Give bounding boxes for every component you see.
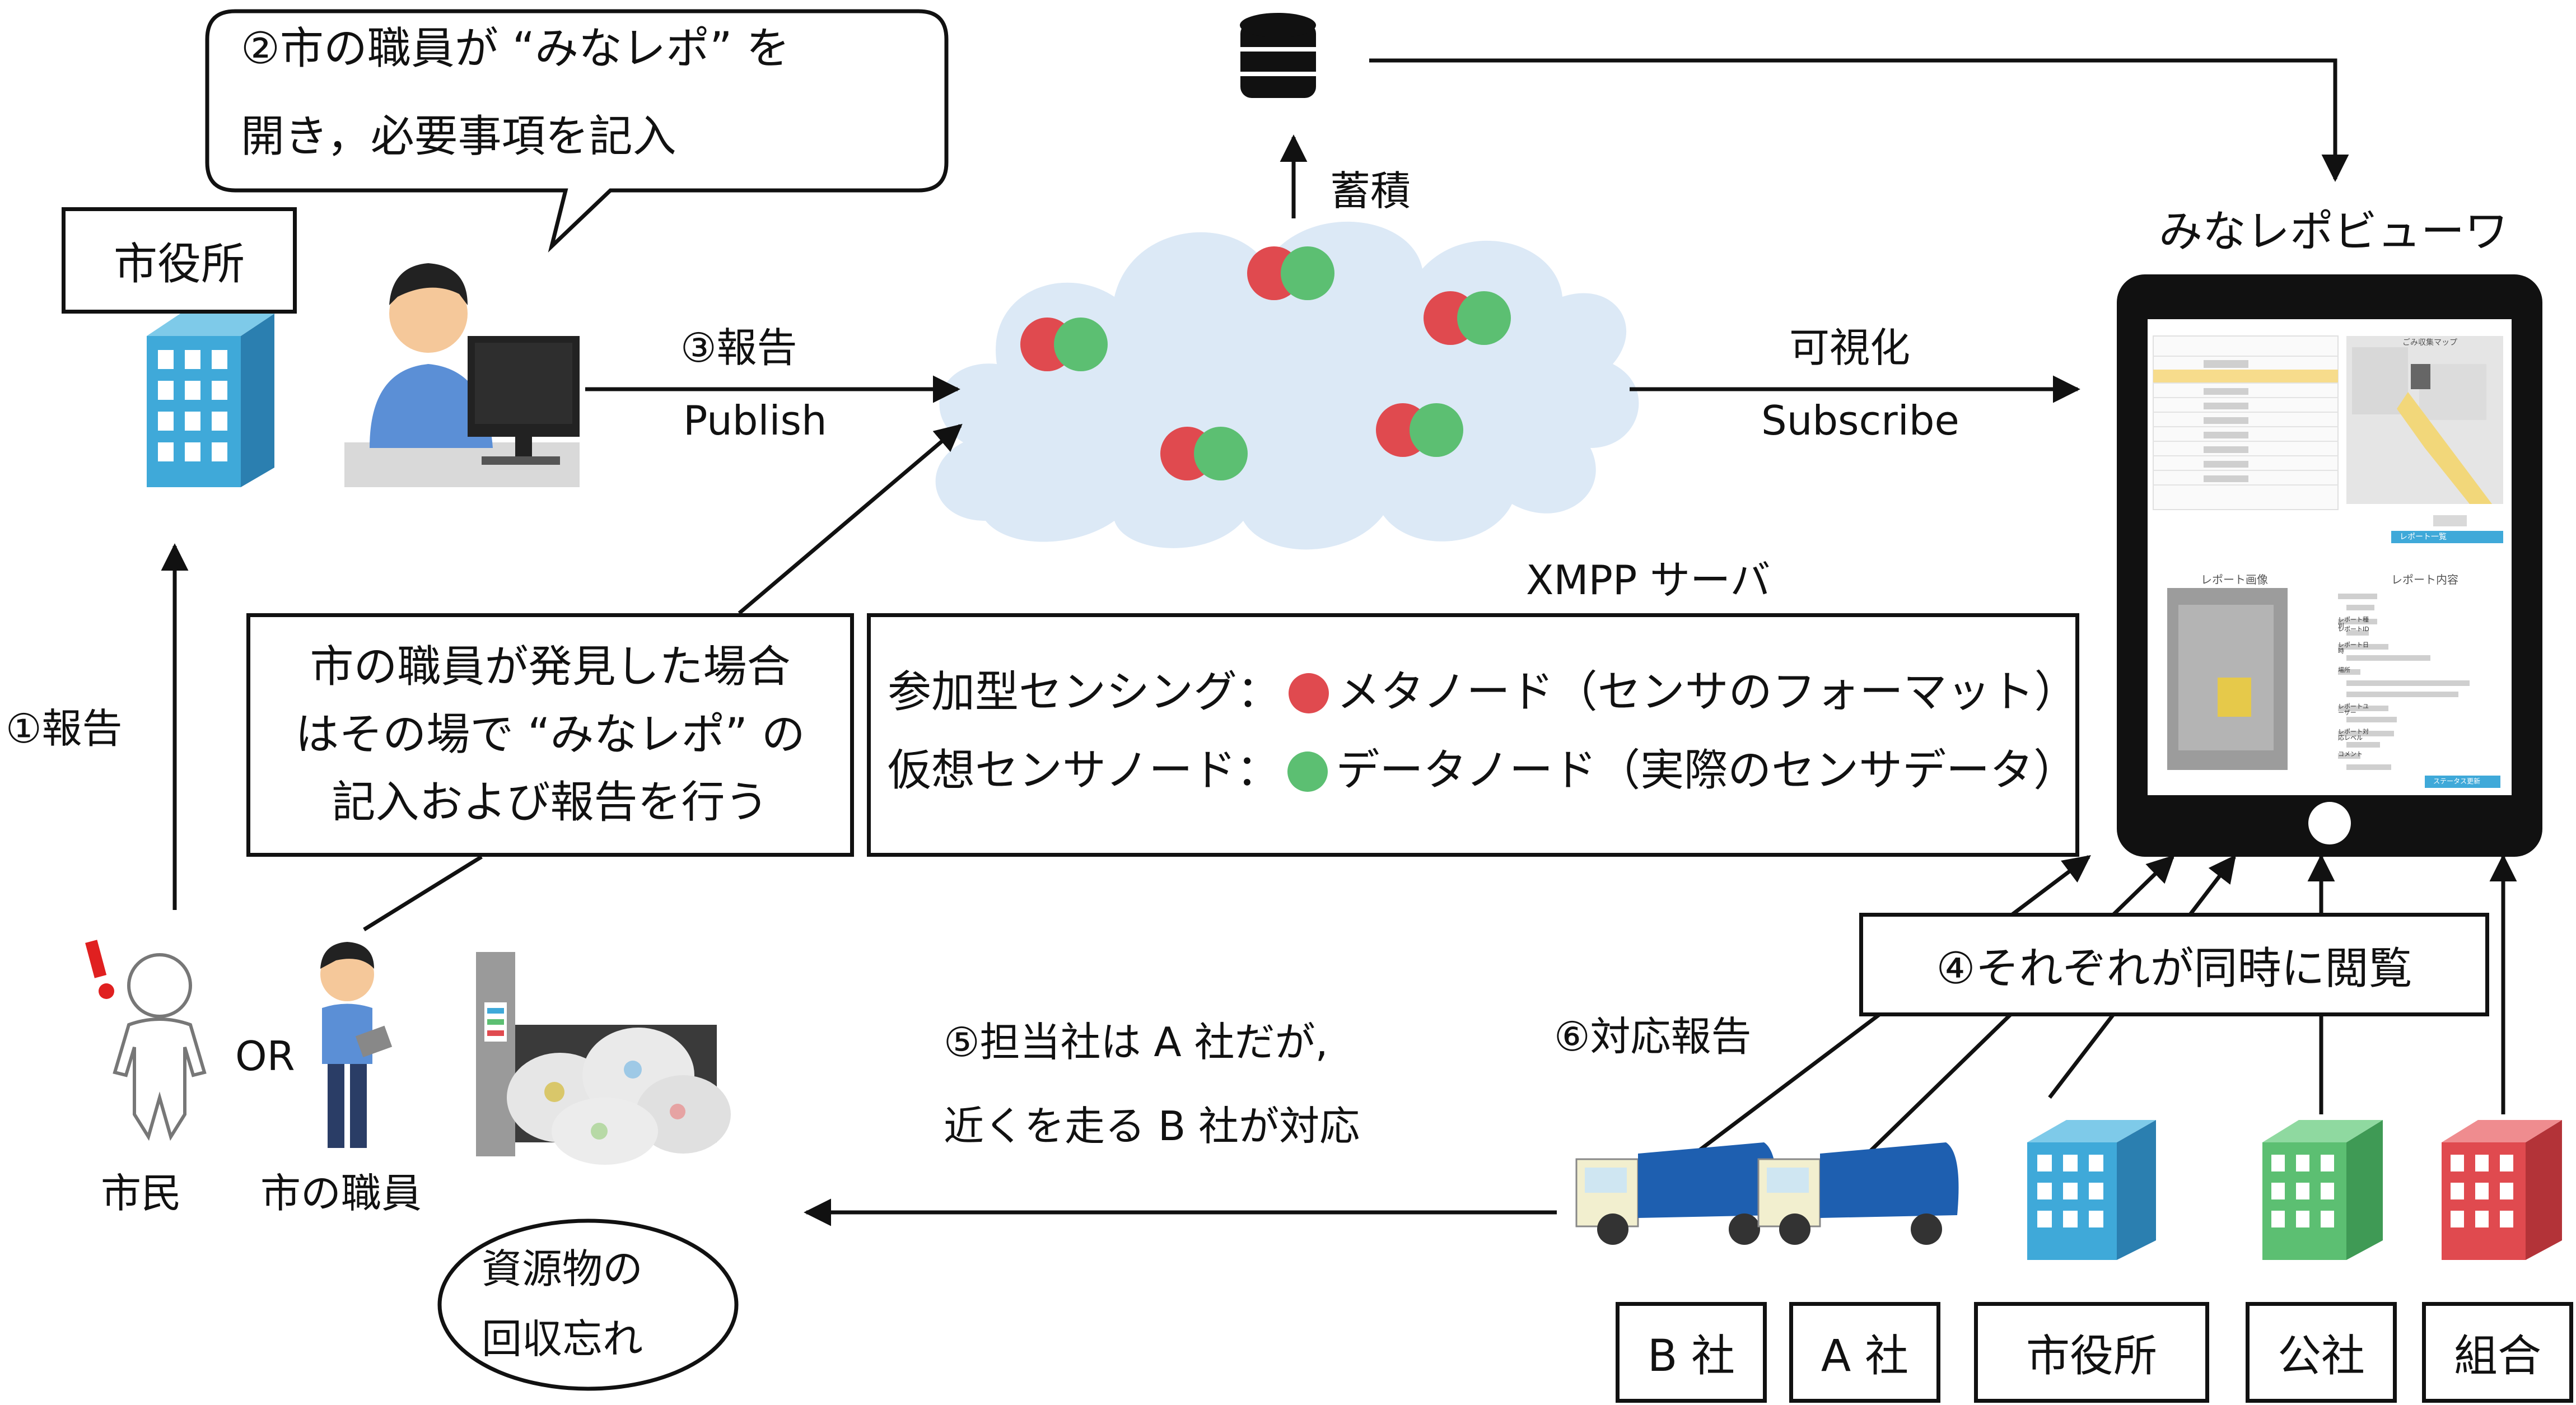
legend-data-prefix: 仮想センサノード： [888,745,1280,796]
tablet-content-header: レポート内容 [2391,573,2458,586]
simultaneous-box: ④それぞれが同時に閲覧 [1859,913,2489,1016]
box-union: 組合 [2422,1302,2573,1403]
company-a-label: A 社 [1821,1331,1909,1381]
publish-label: Publish [683,397,827,444]
forgotten-line-2: 回収忘れ [482,1315,643,1362]
office-building-icon [147,314,274,487]
note5-line-2: 近くを走る B 社が対応 [944,1103,1360,1150]
box-public-corp: 公社 [2246,1302,2397,1403]
tablet-field-4: レポートユーザー [2338,703,2369,716]
report6-label: ⑥対応報告 [1554,1013,1752,1060]
forgotten-line-1: 資源物の [482,1245,643,1292]
data-node-swatch [1287,751,1328,792]
meta-node-swatch [1289,673,1329,713]
box-company-b: B 社 [1616,1302,1767,1403]
visualize-label: 可視化 [1789,324,1911,371]
box-company-a: A 社 [1789,1302,1940,1403]
viewer-title: みなレポビューワ [2159,207,2509,257]
legend-data-text: データノード（実際のセンサデータ） [1336,745,2078,796]
company-b-label: B 社 [1647,1331,1735,1381]
bubble-line-1: ②市の職員が “みなレポ” を [241,24,790,74]
node-pairs [1020,246,1511,480]
tablet-field-5: レポート対応レベル [2338,728,2369,741]
legend-data-row: 仮想センサノード：データノード（実際のセンサデータ） [888,749,2077,792]
node-pair [1247,246,1334,300]
shiyakusho-box: 市役所 [62,207,297,314]
tablet-field-1: レポート種別 [2338,616,2369,629]
garbage-truck-icon [1757,1142,1959,1245]
tablet-map-title: ごみ収集マップ [2402,338,2457,347]
staff-note-line-2: はその場で “みなレポ” の [295,709,805,760]
tablet-image-header: レポート画像 [2201,573,2268,586]
forgotten-ellipse [437,1219,739,1391]
tablet-field-0: レポートID [2338,626,2369,633]
legend-box: 参加型センシング：メタノード（センサのフォーマット） 仮想センサノード：データノ… [867,613,2079,857]
simultaneous-label: ④それぞれが同時に閲覧 [1936,943,2412,994]
accumulate-label: 蓄積 [1330,167,1411,214]
tablet-field-2: レポート日時 [2338,641,2369,655]
report1-label: ①報告 [6,705,123,752]
shiyakusho-label: 市役所 [113,239,245,290]
or-label: OR [235,1033,295,1080]
node-pair [1160,427,1248,480]
tablet-field-3: 場所 [2338,666,2350,674]
garbage-pile-icon [476,952,731,1165]
public-corp-label: 公社 [2277,1331,2365,1381]
office-building-icon [2027,1120,2156,1260]
union-label: 組合 [2453,1331,2541,1381]
arrows [161,58,2517,1226]
tablet-screen-content [2153,335,2503,788]
citizen-label: 市民 [101,1170,182,1217]
legend-meta-row: 参加型センシング： メタノード（センサのフォーマット） [888,670,2078,714]
citizen-icon [113,953,207,1141]
speech-bubble [205,9,949,253]
city-office-label: 市役所 [2026,1331,2157,1381]
report3-label: ③報告 [680,324,797,371]
bubble-line-2: 開き，必要事項を記入 [241,111,676,162]
staff-at-computer-icon [344,263,580,487]
subscribe-label: Subscribe [1761,397,1959,444]
node-pair [1424,291,1511,345]
node-pair [1020,318,1108,371]
note5-line-1: ⑤担当社は A 社だが, [944,1019,1328,1066]
staff-note-box: 市の職員が発見した場合 はその場で “みなレポ” の 記入および報告を行う [246,613,854,857]
staff-note-line-3: 記入および報告を行う [332,777,769,828]
legend-meta-prefix: 参加型センシング： [888,667,1281,717]
garbage-truck-icon [1575,1142,1777,1245]
database-icon [1238,13,1319,98]
legend-meta-text: メタノード（センサのフォーマット） [1337,667,2078,717]
box-city-office: 市役所 [1974,1302,2209,1403]
city-staff-label: 市の職員 [260,1170,422,1217]
xmpp-server-label: XMPP サーバ [1526,557,1771,604]
staff-with-tablet-icon [320,942,393,1148]
tablet-list-button[interactable]: レポート一覧 [2400,533,2447,542]
staff-note-line-1: 市の職員が発見した場合 [310,642,791,693]
office-building-icon [2262,1120,2383,1260]
node-pair [1376,403,1463,457]
tablet-content-fields: レポートID レポート種別レポート日時場所レポートユーザーレポート対応レベルコメ… [2338,591,2369,757]
tablet-action-button[interactable]: ステータス更新 [2433,777,2481,785]
tablet-field-6: コメント [2338,750,2363,758]
alert-mark-icon [85,940,114,999]
office-building-icon [2442,1120,2562,1260]
